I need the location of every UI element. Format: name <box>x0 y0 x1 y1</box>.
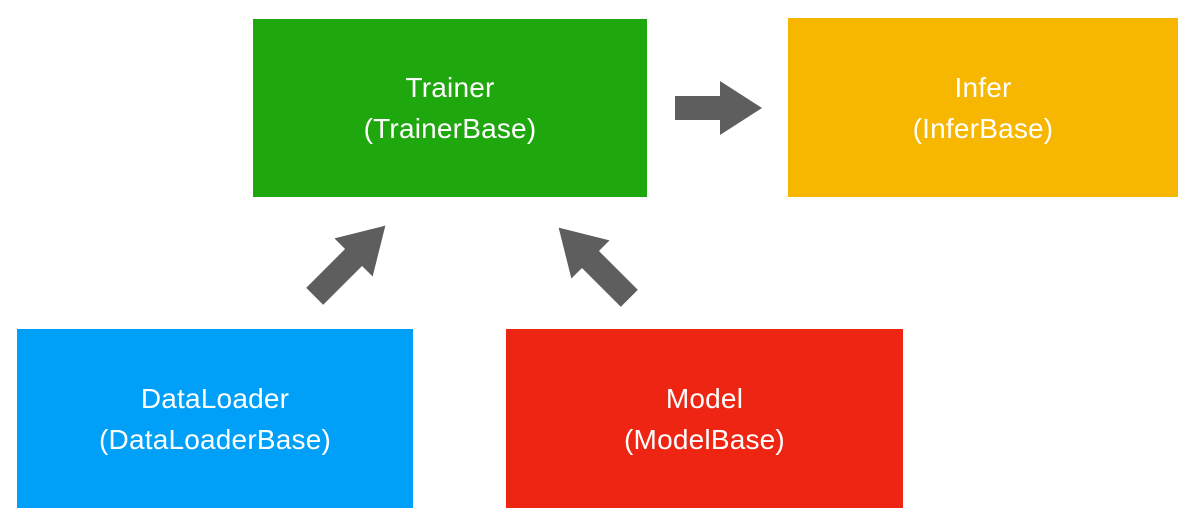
node-trainer: Trainer (TrainerBase) <box>253 19 647 197</box>
arrow-up-right-shape <box>306 225 386 305</box>
node-model-sublabel: (ModelBase) <box>624 423 785 455</box>
node-model-label: Model <box>665 382 744 414</box>
node-infer-sublabel: (InferBase) <box>912 112 1054 144</box>
node-trainer-sublabel: (TrainerBase) <box>363 113 537 144</box>
node-trainer-label: Trainer <box>405 72 495 103</box>
node-model: Model (ModelBase) <box>506 329 903 508</box>
arrow-up-left-shape <box>558 227 638 307</box>
node-infer: Infer (InferBase) <box>788 18 1178 197</box>
node-dataloader: DataLoader (DataLoaderBase) <box>17 329 413 508</box>
node-dataloader-sublabel: (DataLoaderBase) <box>99 423 331 455</box>
arrow-dataloader-to-trainer-icon <box>306 225 386 305</box>
node-dataloader-label: DataLoader <box>140 382 290 414</box>
arrow-right-shape <box>675 81 762 135</box>
arrow-trainer-to-infer-icon <box>675 81 762 135</box>
node-infer-label: Infer <box>954 71 1012 103</box>
arrow-model-to-trainer-icon <box>558 227 638 307</box>
